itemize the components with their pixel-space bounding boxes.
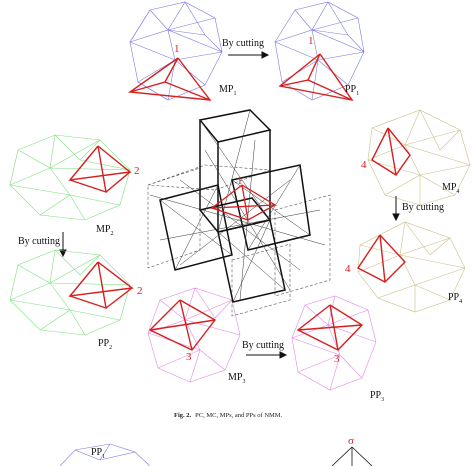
pp4-label: PP4 — [448, 292, 462, 305]
sigma-vertex-diagram — [331, 446, 373, 466]
mp4-number: 4 — [361, 159, 367, 171]
central-cube-cluster — [147, 109, 331, 317]
mp2-number: 2 — [134, 165, 140, 177]
pp2-number: 2 — [137, 285, 143, 297]
pp1-bottom-label: PP1 — [91, 447, 105, 460]
central-red-pyramid — [209, 184, 278, 221]
pp4-polyhedron — [357, 221, 466, 313]
top-arrow — [228, 51, 270, 59]
pp1-bottom-polyhedron — [59, 443, 151, 466]
right-arrow — [392, 196, 400, 222]
left-arrow — [59, 232, 67, 258]
pp3-polyhedron — [291, 295, 377, 391]
mp1-label: MP1 — [219, 84, 236, 97]
pp1-red-pyramid — [278, 53, 354, 102]
pp4-number: 4 — [345, 263, 351, 275]
mp3-label: MP3 — [228, 372, 245, 385]
pp1-number: 1 — [308, 35, 314, 47]
bottom-arrow-label: By cutting — [242, 340, 284, 351]
pp2-polyhedron — [9, 249, 131, 336]
mp4-label: MP4 — [442, 182, 459, 195]
mp3-red-pyramid — [148, 299, 217, 351]
pp4-red-pyramid — [356, 234, 406, 283]
pp2-label: PP2 — [98, 338, 112, 351]
mp3-number: 3 — [186, 351, 192, 363]
mp1-red-pyramid — [128, 57, 212, 101]
left-arrow-label: By cutting — [18, 236, 60, 247]
figure-caption: Fig. 2.PC, MC, MPs, and PPs of NMM. — [174, 412, 283, 419]
mp1-number: 1 — [174, 43, 180, 55]
central-number: 1 — [237, 175, 243, 187]
mp4-red-pyramid — [371, 127, 411, 176]
right-arrow-label: By cutting — [402, 202, 444, 213]
mp2-label: MP2 — [96, 224, 113, 237]
pp3-label: PP3 — [370, 390, 384, 403]
pp3-number: 3 — [334, 353, 340, 365]
bottom-arrow — [246, 351, 288, 359]
pp1-label: PP1 — [345, 84, 359, 97]
pp2-red-pyramid — [68, 261, 134, 310]
pp3-red-pyramid — [296, 304, 364, 351]
mp2-red-pyramid — [68, 145, 132, 194]
mp2-polyhedron — [9, 134, 131, 221]
top-arrow-label: By cutting — [222, 38, 264, 49]
sigma-label: σ — [348, 435, 354, 447]
